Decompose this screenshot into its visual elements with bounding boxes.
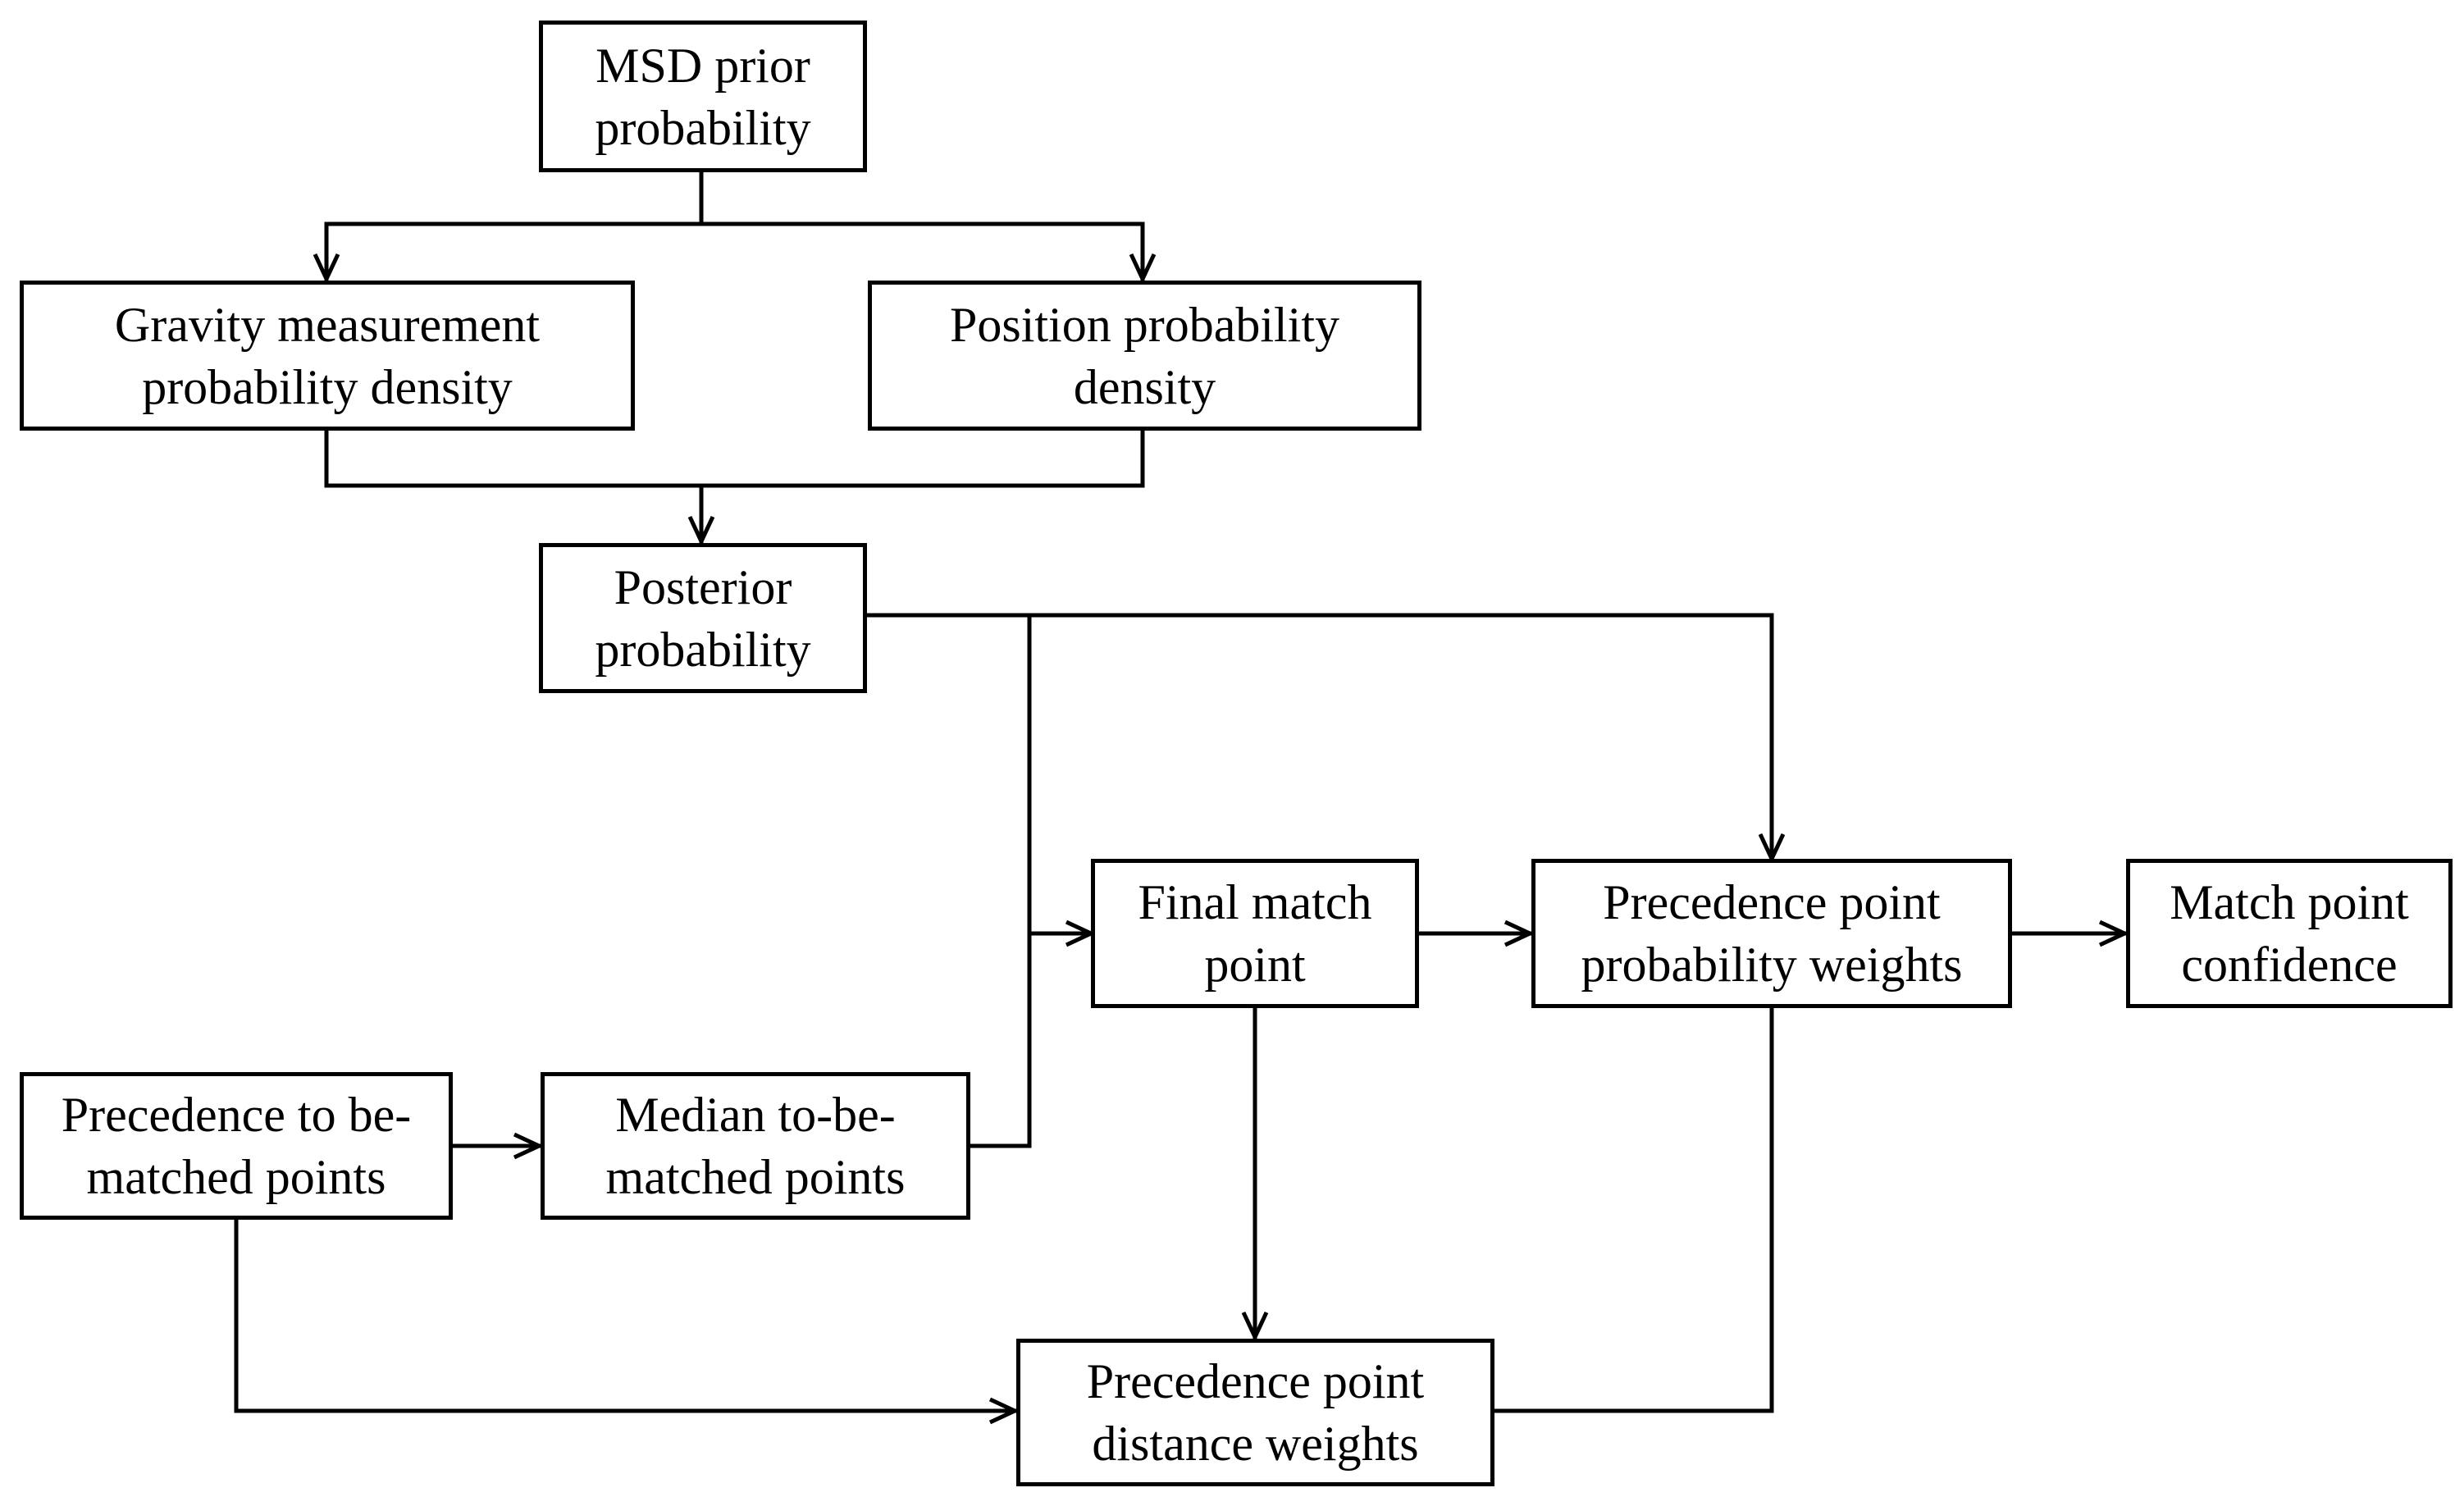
node-precedence-point-distance-weights: Precedence point distance weights: [1016, 1339, 1494, 1486]
edge-msd-prior-to-position: [699, 221, 1143, 281]
edge-median-to-final-match: [968, 931, 1032, 1148]
node-label: Precedence point distance weights: [1086, 1354, 1425, 1471]
node-label: Gravity measurement probability density: [114, 297, 541, 414]
node-label: Precedence to be- matched points: [61, 1088, 412, 1204]
node-label: Match point confidence: [2170, 875, 2409, 992]
node-final-match-point: Final match point: [1091, 859, 1419, 1008]
edge-precedence-to-distance-weights: [234, 1217, 1017, 1411]
edge-msd-prior-to-gravity: [326, 221, 704, 281]
node-label: Median to-be- matched points: [605, 1088, 906, 1204]
node-label: MSD prior probability: [595, 38, 811, 155]
node-label: Position probability density: [949, 297, 1340, 414]
node-msd-prior-probability: MSD prior probability: [539, 21, 867, 172]
node-median-to-be-matched-points: Median to-be- matched points: [541, 1072, 970, 1220]
node-posterior-probability: Posterior probability: [539, 543, 867, 693]
node-precedence-point-probability-weights: Precedence point probability weights: [1531, 859, 2012, 1008]
edge-gravity-to-merge: [324, 428, 704, 488]
node-gravity-measurement-density: Gravity measurement probability density: [20, 281, 635, 431]
edge-position-to-merge: [699, 428, 1145, 488]
edge-posterior-to-prob-weights: [865, 613, 1772, 861]
node-label: Posterior probability: [595, 559, 811, 677]
node-precedence-to-be-matched-points: Precedence to be- matched points: [20, 1072, 453, 1220]
edge-distance-weights-to-prob-weights: [1492, 1006, 1774, 1413]
edge-posterior-to-final-match: [1027, 613, 1093, 933]
node-label: Precedence point probability weights: [1581, 875, 1963, 992]
node-label: Final match point: [1138, 875, 1372, 992]
node-position-probability-density: Position probability density: [868, 281, 1421, 431]
node-match-point-confidence: Match point confidence: [2126, 859, 2453, 1008]
